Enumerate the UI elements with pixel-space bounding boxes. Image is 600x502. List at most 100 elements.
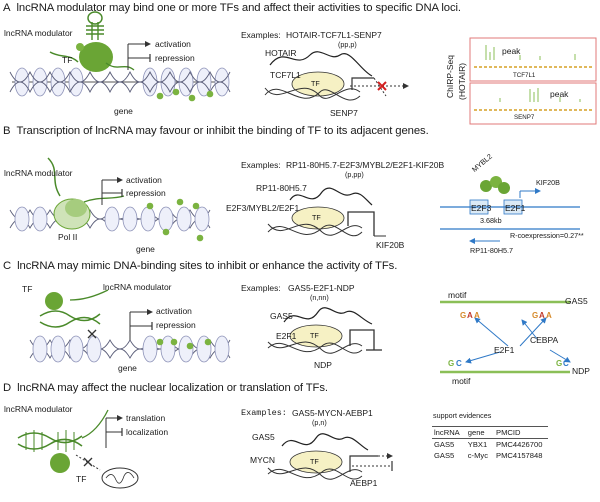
panel-d-title: D lncRNA may affect the nuclear localiza… <box>3 382 328 394</box>
panel-b-rna-label: RP11-80H5.7 <box>256 183 307 193</box>
table-cell: GAS5 <box>434 440 455 449</box>
svg-text:G: G <box>532 311 538 320</box>
chirp-seq-label: ChIRP-Seq <box>445 55 455 98</box>
panel-d-example-name: GAS5-MYCN-AEBP1 <box>292 408 373 418</box>
panel-a-modulator-label: lncRNA modulator <box>4 28 73 38</box>
table-cell: PMC4426700 <box>496 440 543 449</box>
panel-b-gene-label: gene <box>136 244 155 254</box>
panel-a-title: A lncRNA modulator may bind one or more … <box>3 2 461 14</box>
track-label-tcf7l1: TCF7L1 <box>513 72 536 79</box>
e2f1-right-label: E2F1 <box>494 345 515 355</box>
rp11-right-label: RP11-80H5.7 <box>470 246 514 255</box>
panel-b-tf-name: E2F3/MYBL2/E2F1 <box>226 203 300 213</box>
e2f1-label: E2F1 <box>505 203 526 213</box>
panel-d-rna-label: GAS5 <box>252 432 275 442</box>
panel-c-target-label: NDP <box>314 360 332 370</box>
panel-a-chirp-tracks <box>469 37 597 125</box>
peak-label-1: peak <box>502 46 521 56</box>
panel-b-example-code: (p,pp) <box>345 170 364 179</box>
ndp-right-label: NDP <box>572 366 590 376</box>
table-cell: c-Myc <box>467 451 488 460</box>
cebpa-label: CEBPA <box>530 335 559 345</box>
svg-text:G: G <box>460 311 466 320</box>
panel-a-repression-label: repression <box>155 53 195 63</box>
panel-c-title: C lncRNA may mimic DNA-binding sites to … <box>3 260 398 272</box>
panel-c-tf-inner: TF <box>310 331 319 340</box>
panel-c-repression-label: repression <box>156 320 196 330</box>
gas5-right-label: GAS5 <box>565 296 588 306</box>
panel-c-chromatin <box>29 289 231 363</box>
panel-d-translation-label: translation <box>126 413 166 423</box>
panel-c-modulator-label: lncRNA modulator <box>103 282 172 292</box>
panel-b-examples-label: Examples: <box>241 160 281 170</box>
support-evidence-table: lncRNA gene PMCID GAS5 YBX1 PMC4426700 G… <box>432 426 549 461</box>
panel-a-target-label: SENP7 <box>330 108 358 118</box>
svg-text:A: A <box>474 311 480 320</box>
table-cell: YBX1 <box>467 440 488 449</box>
peak-label-2: peak <box>550 89 569 99</box>
motif-bottom-label: motif <box>452 376 471 386</box>
svg-text:G: G <box>448 359 454 368</box>
kif20b-right-label: KIF20B <box>536 178 560 187</box>
e2f3-label: E2F3 <box>471 203 492 213</box>
panel-a-example-graphic <box>264 51 409 101</box>
panel-c-tf-label: TF <box>22 284 33 294</box>
panel-d-modulator-label: lncRNA modulator <box>4 404 73 414</box>
support-evidences-title: support evidences <box>433 411 492 420</box>
panel-c-example-code: (n,nn) <box>310 293 329 302</box>
chirp-seq-sub: (HOTAIR) <box>457 62 467 100</box>
panel-d-target-label: AEBP1 <box>350 478 378 488</box>
panel-c-example-name: GAS5-E2F1-NDP <box>288 283 355 293</box>
panel-c-example-graphic <box>267 307 382 354</box>
panel-b-example-name: RP11-80H5.7-E2F3/MYBL2/E2F1-KIF20B <box>286 160 445 170</box>
motif-top-label: motif <box>448 290 467 300</box>
svg-text:C: C <box>563 359 569 368</box>
panel-b-polii-label: Pol II <box>58 232 78 242</box>
panel-a-rna-label: HOTAIR <box>265 48 297 58</box>
panel-b-tf-inner: TF <box>312 213 321 222</box>
panel-a-activation-label: activation <box>155 39 191 49</box>
panel-a-tf-inner: TF <box>311 79 320 88</box>
panel-b-title: B Transcription of lncRNA may favour or … <box>3 125 429 137</box>
panel-a-tf-label: TF <box>62 55 73 65</box>
panel-d-tf-name: MYCN <box>250 455 276 465</box>
panel-a-examples-label: Examples: <box>241 30 281 40</box>
panel-d-localization-label: localization <box>126 427 169 437</box>
panel-d-graphic <box>17 409 139 489</box>
panel-a-chromatin <box>9 11 231 102</box>
panel-a-example-code: (pp,p) <box>338 40 357 49</box>
svg-text:C: C <box>456 359 462 368</box>
panel-d-example-graphic <box>267 433 393 480</box>
panel-b-repression-label: repression <box>126 188 166 198</box>
table-row: GAS5 c-Myc PMC4157848 <box>432 450 548 461</box>
table-header: lncRNA <box>432 426 466 439</box>
track-label-senp7: SENP7 <box>514 114 535 121</box>
table-header: gene <box>465 426 494 439</box>
panel-a-tf-name: TCF7L1 <box>270 70 301 80</box>
panel-b-locus-graphic <box>440 176 580 244</box>
panel-c-rna-label: GAS5 <box>270 311 293 321</box>
panel-c-tf-name: E2F1 <box>276 331 297 341</box>
table-header-row: lncRNA gene PMCID <box>432 426 549 439</box>
table-cell: PMC4157848 <box>496 451 543 460</box>
table-header: PMCID <box>494 426 549 439</box>
svg-text:G: G <box>556 359 562 368</box>
panel-b-activation-label: activation <box>126 175 162 185</box>
table-row: GAS5 YBX1 PMC4426700 <box>432 439 548 451</box>
panel-b-chromatin <box>9 157 211 242</box>
r-coexpression-label: R-coexpression=0.27** <box>510 231 584 240</box>
panel-c-examples-label: Examples: <box>241 283 281 293</box>
table-cell: GAS5 <box>434 451 455 460</box>
svg-text:A: A <box>546 311 552 320</box>
panel-b-modulator-label: lncRNA modulator <box>4 168 73 178</box>
distance-label: 3.68kb <box>480 216 502 225</box>
panel-c-activation-label: activation <box>156 306 192 316</box>
panel-d-tf-inner: TF <box>310 457 319 466</box>
panel-d-tf-label: TF <box>76 474 87 484</box>
panel-d-examples-label: Examples: <box>241 408 287 418</box>
svg-text:A: A <box>467 311 473 320</box>
svg-text:A: A <box>539 311 545 320</box>
panel-d-example-code: (p,n) <box>312 418 327 427</box>
